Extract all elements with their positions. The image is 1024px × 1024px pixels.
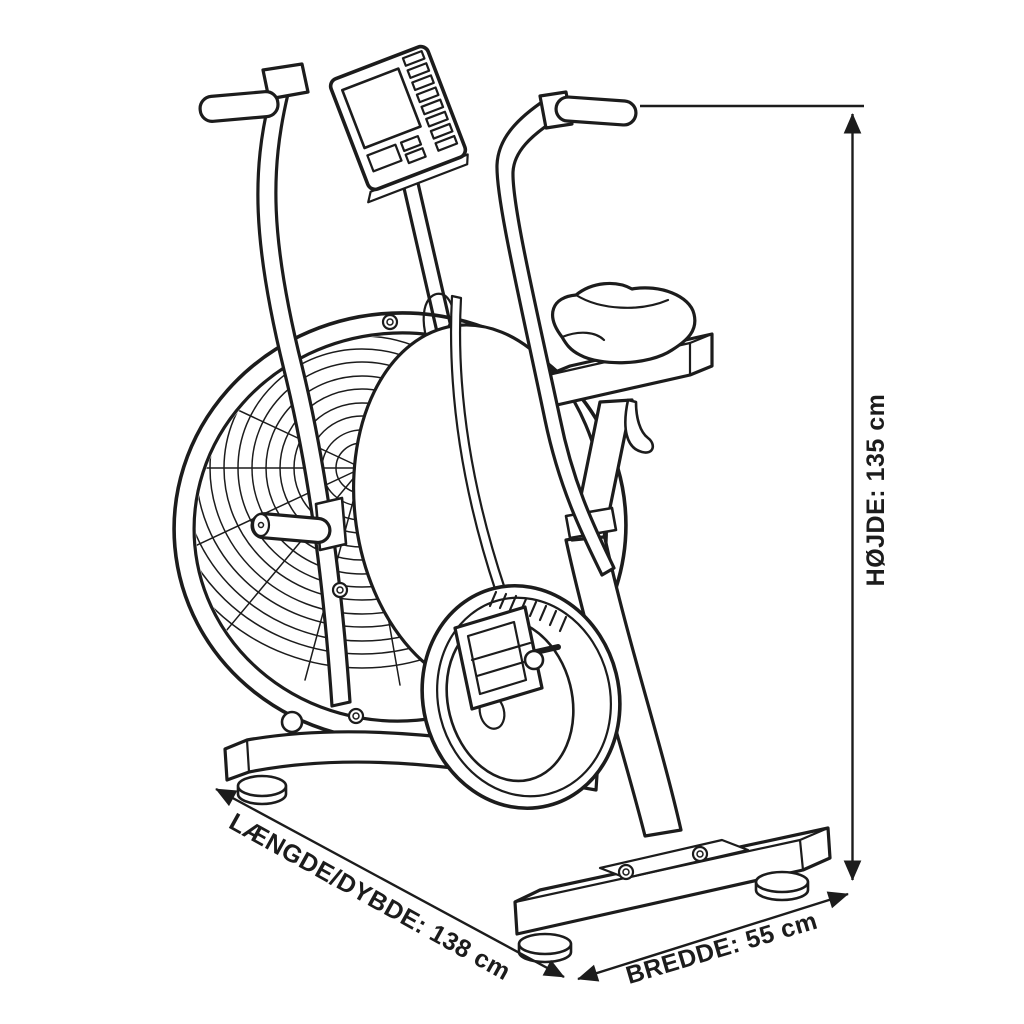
width-dimension-label: BREDDE: 55 cm [623, 907, 821, 990]
plate-bolt [617, 845, 709, 881]
console-button [399, 135, 423, 153]
console-panel [366, 143, 403, 173]
length-dimension: LÆNGDE/DYBDE: 138 cm [215, 787, 565, 986]
console [328, 44, 469, 204]
pedal-axle [523, 649, 545, 671]
console-screen [341, 67, 422, 150]
height-dimension: HØJDE: 135 cm [640, 104, 890, 881]
right-handle-arm [495, 90, 638, 577]
arm-link-bolt [331, 581, 349, 599]
housing-ridges [488, 590, 568, 633]
left-arm-boss [261, 62, 310, 101]
left-grip [198, 90, 280, 123]
height-dimension-label: HØJDE: 135 cm [862, 394, 890, 587]
transport-roller [280, 710, 304, 734]
right-grip [554, 95, 638, 127]
adjustment-lever [624, 398, 655, 454]
console-button [404, 147, 427, 165]
length-dimension-label: LÆNGDE/DYBDE: 138 cm [224, 808, 515, 986]
saddle [551, 281, 697, 365]
console-side-buttons [401, 50, 459, 152]
ring-bolt [381, 313, 399, 331]
peg-end-cap [251, 512, 271, 538]
pivot-bolt [347, 707, 365, 725]
left-handle-arm [198, 62, 352, 708]
mount-plate [598, 838, 750, 880]
length-dimension-line [215, 787, 565, 979]
pedal [453, 605, 561, 711]
width-dimension-line [577, 891, 849, 982]
leveling-foot [236, 774, 288, 806]
